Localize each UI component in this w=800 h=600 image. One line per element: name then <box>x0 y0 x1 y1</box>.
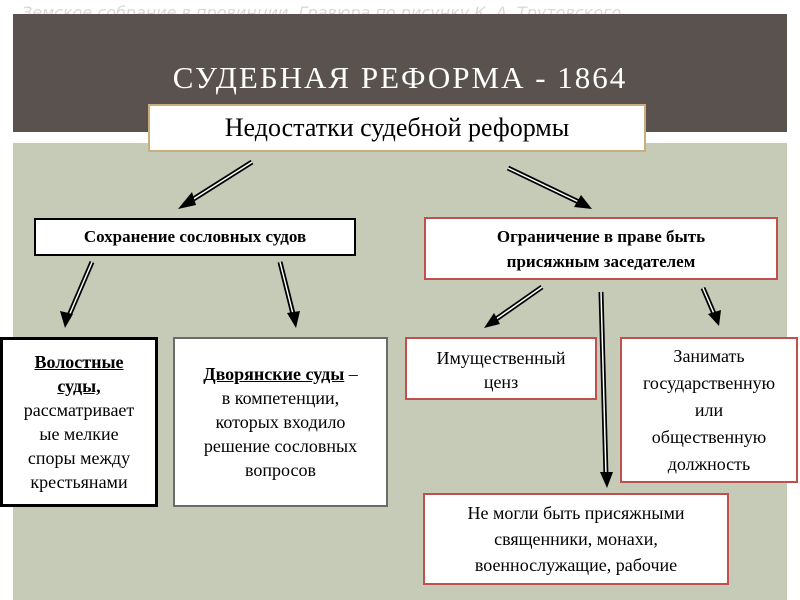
slide-title: СУДЕБНАЯ РЕФОРМА - 1864 <box>172 60 628 95</box>
left-branch-label: Сохранение сословных судов <box>83 227 307 246</box>
zanim-line: или <box>694 399 724 420</box>
zanim-line: общественную <box>651 426 767 447</box>
zanim-line: государственную <box>642 372 776 393</box>
dvor-dash: – <box>344 364 358 384</box>
dvor-heading-line: Дворянские суды – <box>203 362 358 386</box>
volost-line: крестьянами <box>30 472 128 492</box>
left-branch-box: Сохранение сословных судов <box>34 218 356 256</box>
dvor-line: решение сословных <box>203 436 358 456</box>
main-box-label: Недостатки судебной реформы <box>224 113 570 142</box>
dvor-heading: Дворянские суды <box>203 364 345 384</box>
nemog-line: Не могли быть присяжными <box>467 503 685 523</box>
dvor-line: которых входило <box>215 412 346 432</box>
hold-office-box: Занимать государственную или общественну… <box>620 337 798 483</box>
zanim-line: должность <box>667 453 751 474</box>
right-branch-line: Ограничение в праве быть <box>496 226 706 246</box>
excluded-groups-box: Не могли быть присяжными священники, мон… <box>423 493 729 585</box>
volost-heading: Волостные <box>34 352 124 372</box>
nemog-line: военнослужащие, рабочие <box>474 555 678 575</box>
volost-line: споры между <box>27 448 131 468</box>
property-qualification-box: Имущественный ценз <box>405 337 597 400</box>
imush-line: Имущественный <box>436 348 566 368</box>
dvor-line: в компетенции, <box>221 388 340 408</box>
nemog-line: священники, монахи, <box>494 529 658 549</box>
imush-line: ценз <box>483 372 519 392</box>
volost-courts-box: Волостные суды, рассматривает ые мелкие … <box>0 337 158 507</box>
right-branch-box: Ограничение в праве быть присяжным засед… <box>424 217 778 280</box>
dvor-line: вопросов <box>245 460 316 480</box>
zanim-line: Занимать <box>673 345 745 366</box>
noble-courts-box: Дворянские суды – в компетенции, которых… <box>173 337 388 507</box>
main-box: Недостатки судебной реформы <box>148 104 646 152</box>
volost-line: ые мелкие <box>39 424 119 444</box>
volost-heading: суды, <box>57 376 101 396</box>
right-branch-line: присяжным заседателем <box>506 251 696 271</box>
volost-line: рассматривает <box>23 400 135 420</box>
